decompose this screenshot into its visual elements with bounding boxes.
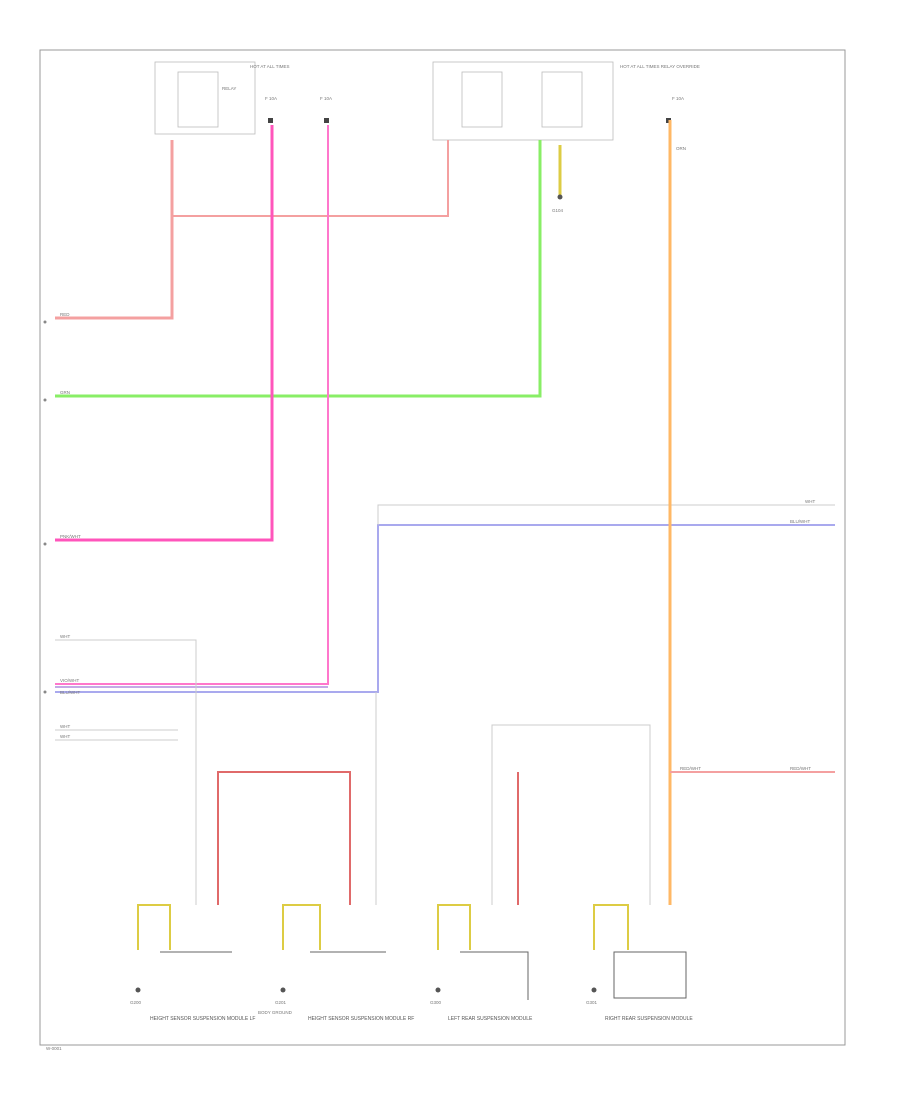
pink-wire: PNK/WHT xyxy=(43,125,274,546)
svg-text:VIO/WHT: VIO/WHT xyxy=(60,678,79,683)
svg-text:RED/WHT: RED/WHT xyxy=(790,766,811,771)
svg-text:WHT: WHT xyxy=(60,734,70,739)
red-white-wire: RED/WHT RED/WHT xyxy=(670,766,835,773)
svg-text:WHT: WHT xyxy=(805,499,815,504)
svg-text:HEIGHT SENSOR SUSPENSION MODUL: HEIGHT SENSOR SUSPENSION MODULE LF xyxy=(150,1016,255,1022)
fuse-b-label: F 10A xyxy=(320,96,332,101)
module-2: G201 BODY GROUND HEIGHT SENSOR SUSPENSIO… xyxy=(258,904,414,1022)
module-3: G300 LEFT REAR SUSPENSION MODULE xyxy=(430,904,533,1022)
svg-text:ORN: ORN xyxy=(676,146,686,151)
svg-text:G201: G201 xyxy=(275,1000,287,1005)
footer-label: W-0001 xyxy=(46,1046,62,1051)
top-ground: G104 xyxy=(552,145,564,213)
svg-text:LEFT REAR SUSPENSION MODULE: LEFT REAR SUSPENSION MODULE xyxy=(448,1016,533,1022)
orange-wire: ORN xyxy=(668,120,686,905)
svg-text:G300: G300 xyxy=(430,1000,442,1005)
svg-text:HEIGHT SENSOR SUSPENSION MODUL: HEIGHT SENSOR SUSPENSION MODULE RF xyxy=(308,1016,414,1022)
fuse-c-label: F 10A xyxy=(672,96,684,101)
green-wire: GRN xyxy=(43,140,542,402)
module-4: G301 RIGHT REAR SUSPENSION MODULE xyxy=(586,904,693,1022)
svg-text:RELAY: RELAY xyxy=(222,86,236,91)
module-red-link xyxy=(217,771,519,905)
right-relay-block: HOT AT ALL TIMES RELAY OVERRIDE F 10A xyxy=(432,61,700,141)
svg-text:BLU/WHT: BLU/WHT xyxy=(60,690,81,695)
left-relay-header: HOT AT ALL TIMES xyxy=(250,64,290,69)
svg-text:GRN: GRN xyxy=(60,390,70,395)
white-wires: WHT WHT WHT WHT xyxy=(55,499,835,905)
svg-text:RIGHT REAR SUSPENSION MODULE: RIGHT REAR SUSPENSION MODULE xyxy=(605,1016,693,1022)
svg-text:RED/WHT: RED/WHT xyxy=(680,766,701,771)
svg-text:G200: G200 xyxy=(130,1000,142,1005)
svg-text:BLU/WHT: BLU/WHT xyxy=(790,519,811,524)
right-relay-header: HOT AT ALL TIMES RELAY OVERRIDE xyxy=(620,64,700,69)
svg-text:G104: G104 xyxy=(552,208,564,213)
module-1: G200 HEIGHT SENSOR SUSPENSION MODULE LF xyxy=(130,904,255,1022)
svg-text:WHT: WHT xyxy=(60,634,70,639)
blue-wire: BLU/WHT BLU/WHT xyxy=(43,519,835,695)
svg-text:G301: G301 xyxy=(586,1000,598,1005)
svg-text:PNK/WHT: PNK/WHT xyxy=(60,534,81,539)
svg-text:WHT: WHT xyxy=(60,724,70,729)
violet-wire: VIO/WHT xyxy=(55,125,329,688)
svg-text:RED: RED xyxy=(60,312,70,317)
svg-text:BODY GROUND: BODY GROUND xyxy=(258,1010,293,1015)
left-relay-block: RELAY HOT AT ALL TIMES F 10A F 10A xyxy=(154,61,332,135)
diagram-frame xyxy=(39,49,846,1046)
red-wire: RED xyxy=(43,140,449,324)
fuse-a-label: F 10A xyxy=(265,96,277,101)
